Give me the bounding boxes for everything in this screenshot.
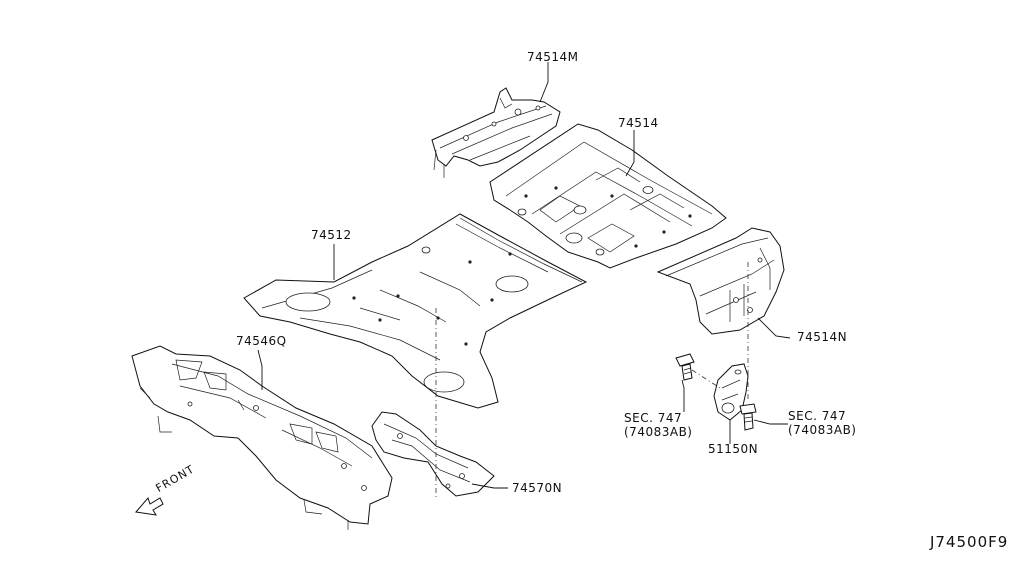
part-74512: [243, 213, 588, 409]
front-arrow-icon: [135, 497, 164, 516]
part-74570n: [371, 411, 495, 497]
part-74514n: [656, 227, 785, 335]
label-51150n: 51150N: [708, 442, 759, 456]
bolt-right: [739, 403, 757, 431]
part-74514m: [431, 87, 561, 178]
assembly-lines: [435, 262, 749, 500]
label-74570n: 74570N: [512, 481, 563, 495]
bolt-left: [675, 353, 695, 381]
label-74514m: 74514M: [527, 50, 579, 64]
part-74546q: [131, 345, 393, 530]
leader-lines: [257, 62, 791, 489]
label-74514: 74514: [618, 116, 659, 130]
label-74546q: 74546Q: [236, 334, 287, 348]
label-74514n: 74514N: [797, 330, 848, 344]
label-sec747-right: SEC. 747 (74083AB): [788, 409, 857, 437]
label-sec747-left: SEC. 747 (74083AB): [624, 411, 693, 439]
part-74514: [489, 123, 727, 269]
drawing-code: J74500F9: [930, 533, 1009, 551]
label-74512: 74512: [311, 228, 352, 242]
